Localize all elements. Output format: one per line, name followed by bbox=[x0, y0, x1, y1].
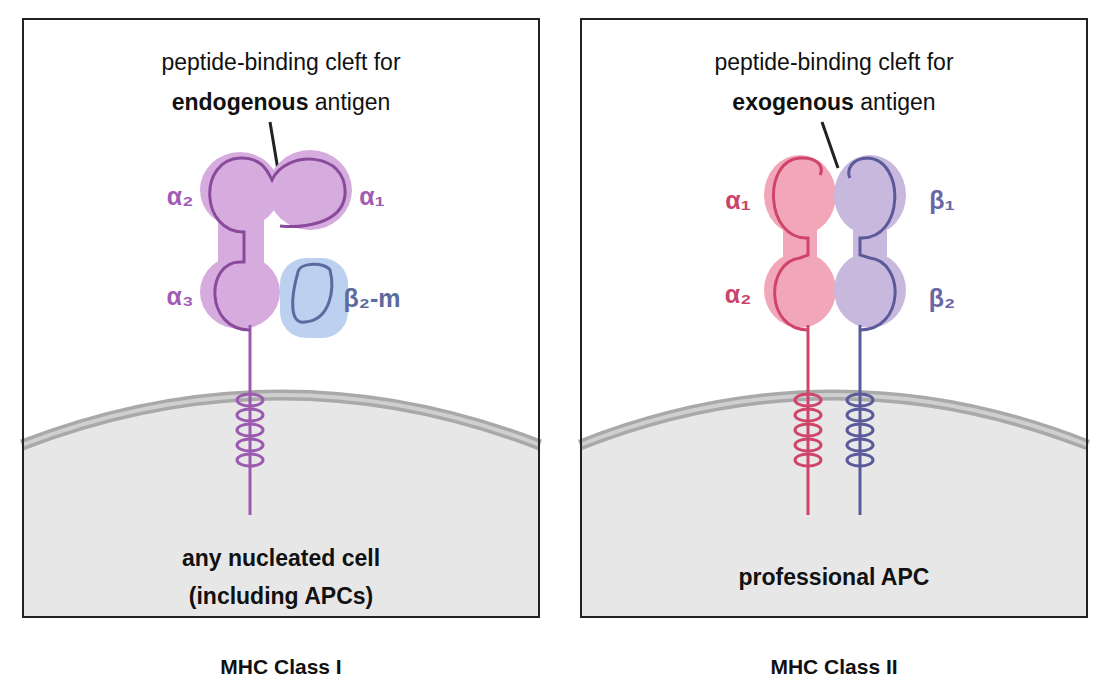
leader-line bbox=[822, 122, 838, 168]
domain-label: α₁ bbox=[725, 186, 751, 215]
alpha-chain-strand bbox=[210, 158, 345, 330]
leader-line bbox=[270, 122, 278, 170]
domain-label: β₁ bbox=[929, 186, 955, 215]
text-run: peptide-binding bbox=[714, 49, 871, 75]
callout-text: peptide-binding cleft for exogenous anti… bbox=[654, 42, 1014, 122]
cell-label: any nucleated cell (including APCs) bbox=[151, 539, 411, 615]
text-run bbox=[319, 49, 325, 75]
panel-heading: MHC Class I bbox=[81, 654, 481, 680]
transmembrane-helix bbox=[237, 394, 263, 466]
domain-label: β₂-m bbox=[344, 284, 401, 313]
beta-chain-strand bbox=[849, 158, 895, 330]
domain-label: β₂ bbox=[929, 284, 955, 313]
text-run: peptide-binding bbox=[161, 49, 318, 75]
cell-body bbox=[22, 395, 540, 618]
cell-body bbox=[580, 395, 1088, 618]
text-run bbox=[367, 49, 373, 75]
text-run: for bbox=[374, 49, 401, 75]
transmembrane-helix bbox=[847, 394, 873, 466]
text-run bbox=[308, 89, 314, 115]
text-run: cleft bbox=[325, 49, 367, 75]
beta2m-strand bbox=[293, 264, 332, 322]
domain-label: α₂ bbox=[167, 182, 193, 211]
alpha-chain-fill bbox=[200, 150, 352, 329]
text-run: antigen bbox=[315, 89, 390, 115]
text-run: antigen bbox=[860, 89, 935, 115]
text-run bbox=[854, 89, 860, 115]
domain-label: α₁ bbox=[359, 182, 385, 211]
cell-membrane bbox=[22, 395, 540, 445]
cell-membrane bbox=[22, 395, 540, 445]
beta2m-fill bbox=[280, 258, 348, 338]
callout-text: peptide-binding cleft for endogenous ant… bbox=[101, 42, 461, 122]
text-run: exogenous bbox=[732, 89, 853, 115]
domain-label: α₂ bbox=[725, 280, 751, 309]
transmembrane-helix bbox=[795, 394, 821, 466]
panel-box: peptide-binding cleft for exogenous anti… bbox=[580, 18, 1088, 618]
text-run bbox=[920, 49, 926, 75]
text-run: for bbox=[927, 49, 954, 75]
cell-membrane bbox=[580, 395, 1088, 445]
text-run: endogenous bbox=[172, 89, 309, 115]
domain-label: α₃ bbox=[167, 282, 194, 311]
text-run bbox=[872, 49, 878, 75]
alpha-chain-strand bbox=[773, 158, 821, 330]
cell-membrane bbox=[580, 395, 1088, 445]
text-run: cleft bbox=[878, 49, 920, 75]
panel-box: peptide-binding cleft for endogenous ant… bbox=[22, 18, 540, 618]
panel-heading: MHC Class II bbox=[634, 654, 1034, 680]
cell-label: professional APC bbox=[684, 558, 984, 596]
